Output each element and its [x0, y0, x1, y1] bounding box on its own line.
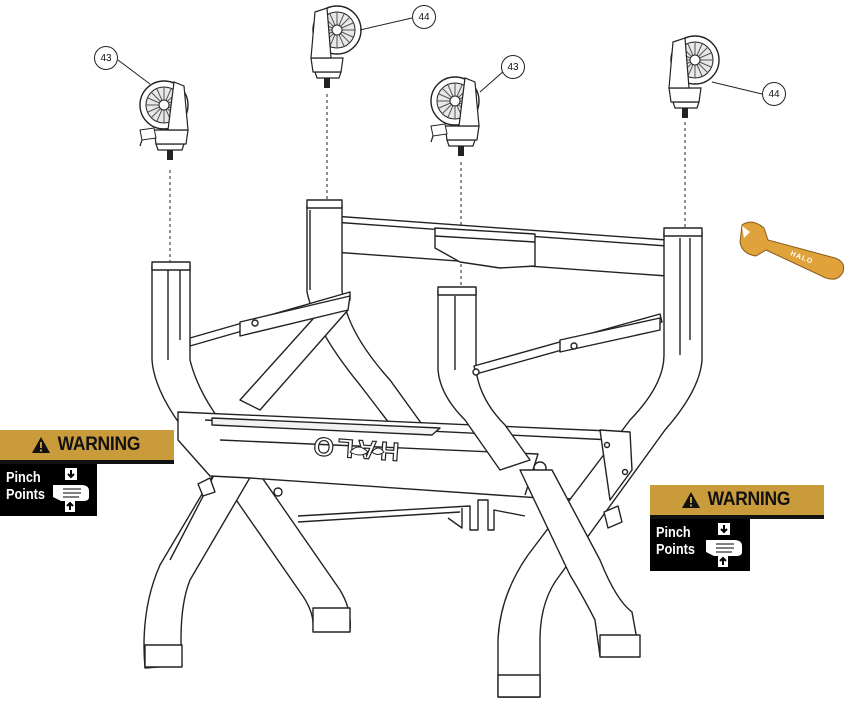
callout-44: 44	[762, 82, 786, 106]
warning-header: WARNING	[0, 430, 174, 464]
panel-logo: HALO	[308, 430, 401, 467]
pinch-line1: Pinch	[656, 524, 691, 541]
wrench-icon: HALO	[739, 221, 845, 280]
warning-header: WARNING	[650, 485, 824, 519]
pinch-points-warning-right: WARNING Pinch Points	[650, 485, 824, 571]
pinch-line2: Points	[6, 486, 45, 503]
pinch-points-warning-left: WARNING Pinch Points	[0, 430, 174, 516]
pinch-points-label: Pinch Points	[650, 519, 750, 571]
stand-frame	[143, 199, 703, 698]
caster-wheel-43-left	[139, 80, 189, 161]
caster-wheel-44-right	[668, 35, 720, 119]
caution-triangle-icon	[681, 492, 700, 508]
callout-44: 44	[412, 5, 436, 29]
caution-triangle-icon	[31, 437, 50, 453]
pinch-hand-icon	[53, 468, 89, 512]
warning-title: WARNING	[707, 489, 790, 510]
pinch-hand-icon	[706, 523, 742, 567]
alignment-lines	[169, 94, 686, 286]
caster-wheel-44-left	[310, 5, 362, 89]
caster-wheel-43-right	[430, 76, 480, 157]
warning-title: WARNING	[57, 434, 140, 455]
pinch-line1: Pinch	[6, 469, 41, 486]
pinch-line2: Points	[656, 541, 695, 558]
pinch-points-label: Pinch Points	[0, 464, 97, 516]
callout-43: 43	[501, 55, 525, 79]
callout-43: 43	[94, 46, 118, 70]
